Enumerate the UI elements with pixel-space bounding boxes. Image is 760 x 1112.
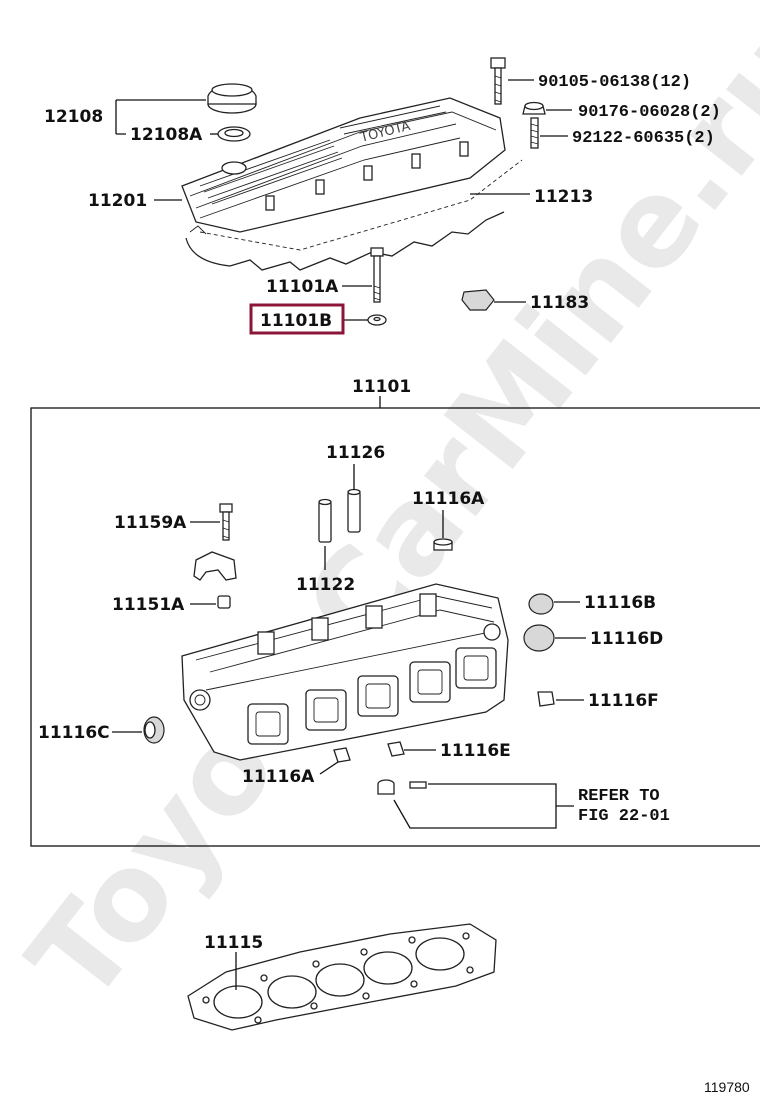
bolt-90105 <box>490 57 506 105</box>
callout-11101: 11101 <box>352 377 411 397</box>
callout-11183: 11183 <box>530 293 589 313</box>
cylinder-head-assembly-box <box>30 407 760 847</box>
callout-11116c: 11116C <box>38 723 110 743</box>
figure-number: 119780 <box>704 1079 750 1095</box>
highlight-box <box>249 303 345 335</box>
callout-92122: 92122-60635(2) <box>572 129 715 148</box>
callout-11151a: 11151A <box>112 595 185 615</box>
plug-refer-fig <box>377 779 427 795</box>
head-bolt-11101a <box>370 247 384 303</box>
callout-11116f: 11116F <box>588 691 659 711</box>
refer-text-line2: FIG 22-01 <box>578 807 670 826</box>
valve-guide-11126 <box>347 488 361 533</box>
callout-11201: 11201 <box>88 191 147 211</box>
callout-11116a-top: 11116A <box>412 489 485 509</box>
leader-11116a-bottom <box>319 761 339 775</box>
callout-12108a: 12108A <box>130 125 203 145</box>
callout-11213: 11213 <box>534 187 593 207</box>
leader-12108 <box>115 99 206 135</box>
valve-guide-11122 <box>318 498 332 543</box>
callout-12108: 12108 <box>44 107 103 127</box>
plug-11183 <box>461 289 495 311</box>
plug-11116d <box>523 624 555 652</box>
cap-gasket-12108a <box>217 126 251 142</box>
plug-11116a-bottom <box>333 747 351 763</box>
callout-11115: 11115 <box>204 933 263 953</box>
callout-11101a: 11101A <box>266 277 339 297</box>
callout-11159a: 11159A <box>114 513 187 533</box>
valve-cover-drawing: TOYOTA <box>181 97 523 271</box>
oil-filler-cap-12108 <box>207 83 257 114</box>
cylinder-head-body <box>181 583 509 761</box>
stud-92122 <box>530 117 539 149</box>
callout-11126: 11126 <box>326 443 385 463</box>
head-gasket-11115 <box>187 923 497 1031</box>
callout-11116a-bottom: 11116A <box>242 767 315 787</box>
nut-90176 <box>522 101 546 115</box>
washer-11101b <box>367 314 387 326</box>
plug-11116e <box>387 741 405 757</box>
leader-refer-bracket <box>393 783 557 829</box>
callout-90105: 90105-06138(12) <box>538 73 691 92</box>
callout-11101b: 11101B <box>260 311 332 331</box>
bolt-11159a <box>219 503 233 541</box>
callout-11116d: 11116D <box>590 629 663 649</box>
plug-11116a-top <box>433 538 453 551</box>
bracket-11151a <box>193 551 237 609</box>
callout-11116b: 11116B <box>584 593 656 613</box>
callout-90176: 90176-06028(2) <box>578 103 721 122</box>
plug-11116f <box>537 691 555 707</box>
plug-11116c <box>143 716 165 744</box>
refer-text-line1: REFER TO <box>578 787 660 806</box>
callout-11122: 11122 <box>296 575 355 595</box>
callout-11116e: 11116E <box>440 741 511 761</box>
plug-11116b <box>528 593 554 615</box>
